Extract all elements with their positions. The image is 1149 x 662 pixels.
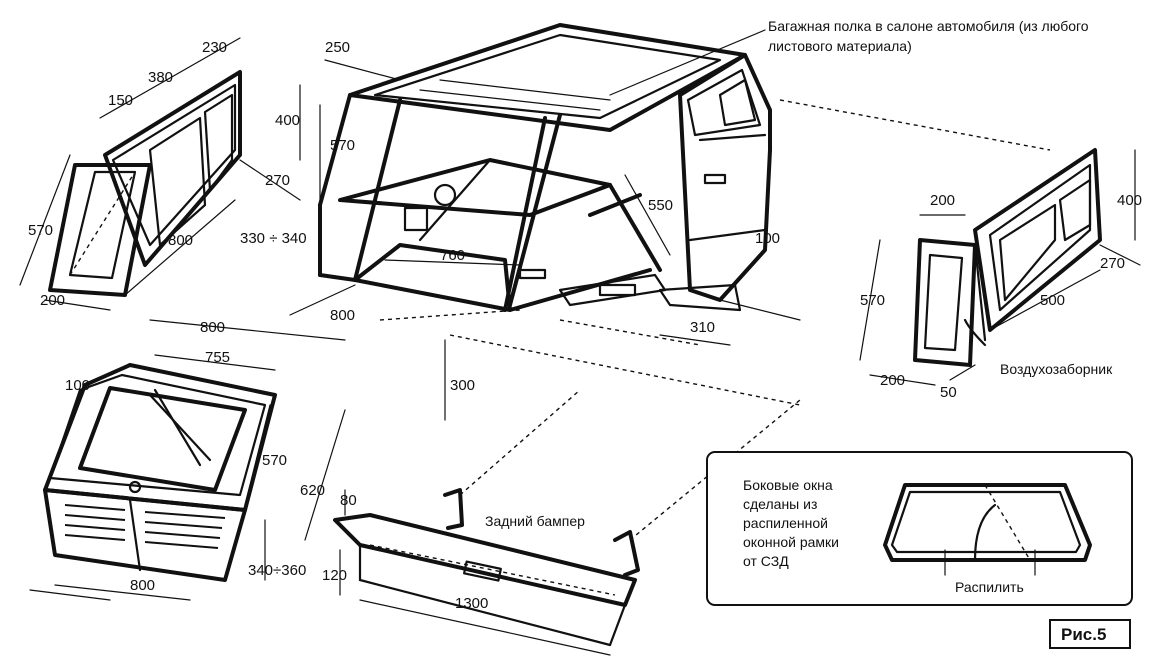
dim-550: 550 — [648, 197, 673, 214]
dim-570: 570 — [28, 222, 53, 239]
right-panel-dimension-labels: 200 400 570 270 500 200 50 — [860, 192, 1142, 401]
shelf-label-line2: листового материала) — [768, 38, 912, 54]
left-panel-dimension-labels: 150 380 230 400 570 270 800 200 — [28, 39, 300, 309]
dim-300: 300 — [450, 377, 475, 394]
front-panel-dimension-labels: 800 755 100 570 620 340÷360 800 — [65, 319, 325, 594]
dim-800: 800 — [168, 232, 193, 249]
grille-slots — [64, 504, 226, 549]
dim-570-frame: 570 — [330, 137, 355, 154]
dim-50: 50 — [940, 384, 957, 401]
front-panel — [29, 319, 346, 601]
left-side-panel — [19, 37, 301, 311]
saw-label: Распилить — [955, 579, 1024, 595]
side-windows-line5: от СЗД — [743, 553, 789, 569]
side-windows-line3: распиленной — [743, 515, 828, 531]
dim-200: 200 — [40, 292, 65, 309]
rear-bumper — [333, 389, 801, 656]
dim-120: 120 — [322, 567, 347, 584]
dim-800-front-bottom: 800 — [130, 577, 155, 594]
air-intake-label: Воздухозаборник — [1000, 361, 1113, 377]
dim-270-right: 270 — [1100, 255, 1125, 272]
dim-400-right: 400 — [1117, 192, 1142, 209]
dim-310: 310 — [690, 319, 715, 336]
dim-755: 755 — [205, 349, 230, 366]
dim-150: 150 — [108, 92, 133, 109]
dim-570-right: 570 — [860, 292, 885, 309]
dim-200-right: 200 — [930, 192, 955, 209]
dim-250: 250 — [325, 39, 350, 56]
dim-800-front: 800 — [200, 319, 225, 336]
shelf-label-line1: Багажная полка в салоне автомобиля (из л… — [768, 18, 1089, 34]
body-frame — [318, 23, 747, 312]
dim-200-right-bottom: 200 — [880, 372, 905, 389]
right-side-panel — [859, 148, 1141, 386]
annotation-labels: Багажная полка в салоне автомобиля (из л… — [485, 18, 1113, 595]
dim-230: 230 — [202, 39, 227, 56]
dim-330-340: 330 ÷ 340 — [240, 230, 307, 247]
side-windows-line1: Боковые окна — [743, 477, 833, 493]
figure-label-box: Рис.5 — [1049, 619, 1131, 649]
dim-270: 270 — [265, 172, 290, 189]
side-windows-line4: оконной рамки — [743, 534, 839, 550]
dim-800-frame: 800 — [330, 307, 355, 324]
dim-570-front: 570 — [262, 452, 287, 469]
rear-bumper-label: Задний бампер — [485, 513, 585, 529]
dim-380: 380 — [148, 69, 173, 86]
figure-label: Рис.5 — [1061, 625, 1106, 644]
dim-100-front: 100 — [65, 377, 90, 394]
frame-dimension-labels: 250 570 330 ÷ 340 760 550 100 800 310 30… — [240, 39, 780, 394]
side-windows-line2: сделаны из — [743, 496, 817, 512]
vehicle-cab — [678, 53, 801, 321]
dim-400: 400 — [275, 112, 300, 129]
dim-500: 500 — [1040, 292, 1065, 309]
dim-80: 80 — [340, 492, 357, 509]
bumper-dimension-labels: 80 120 1300 — [322, 492, 488, 612]
side-window-inset — [706, 451, 1133, 606]
dim-100: 100 — [755, 230, 780, 247]
dim-760: 760 — [440, 247, 465, 264]
dim-1300: 1300 — [455, 595, 488, 612]
dim-340-360: 340÷360 — [248, 562, 306, 579]
frame-dimensions — [289, 59, 1051, 421]
dim-620: 620 — [300, 482, 325, 499]
